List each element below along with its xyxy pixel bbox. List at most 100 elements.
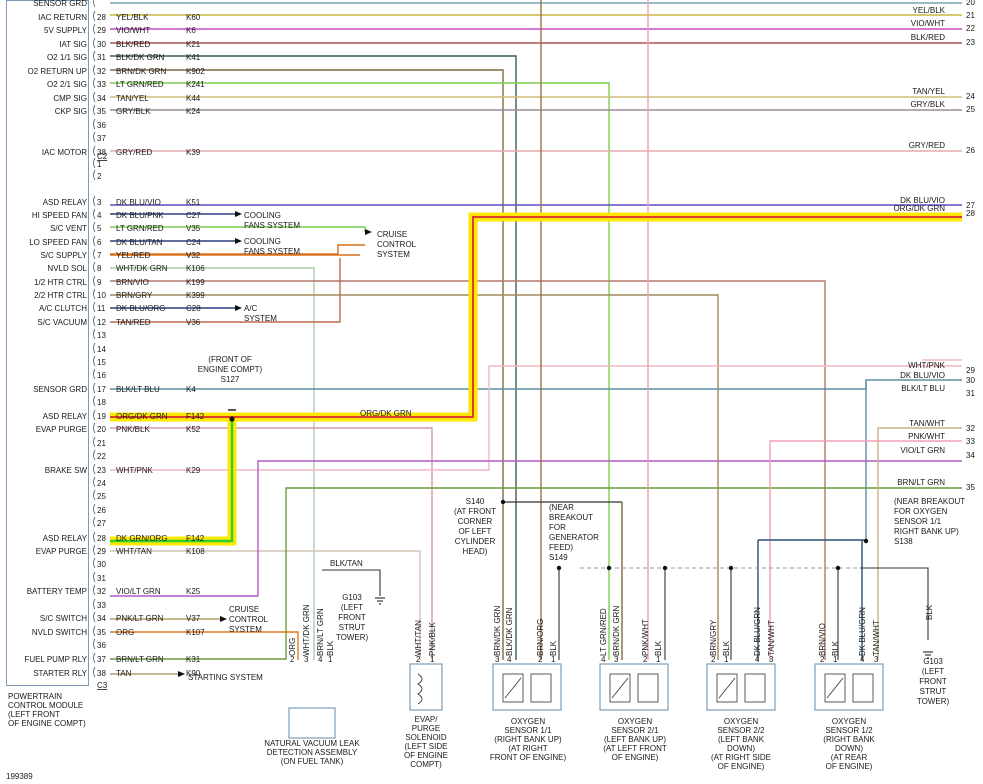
component-name: NATURAL VACUUM LEAK [264, 739, 360, 748]
component-wire-label: BLK [722, 640, 731, 656]
pin-circuit: K31 [186, 655, 201, 664]
pin-brace [93, 436, 96, 448]
component-pin: 4 [755, 655, 760, 664]
right-wire-color: WHT/PNK [908, 361, 946, 370]
right-wire-color: YEL/BLK [913, 6, 946, 15]
solenoid-coil [417, 673, 423, 705]
right-pin-number: 20 [966, 0, 975, 7]
system-label: CONTROL [229, 615, 269, 624]
right-wire-color: ORG/DK GRN [893, 204, 945, 213]
component-name: SENSOR 2/1 [611, 726, 659, 735]
component-name: (RIGHT BANK UP) [494, 735, 562, 744]
component-pin: 4 [601, 655, 606, 664]
right-pin-number: 22 [966, 24, 975, 33]
ground-icon [375, 597, 385, 605]
pin-wire-color: GRY/RED [116, 148, 153, 157]
component-pin: 4 [507, 655, 512, 664]
pin-number: 10 [97, 291, 106, 300]
heater-element [637, 673, 659, 703]
right-wire-color: BLK/LT BLU [901, 384, 945, 393]
pcm-pin-label: EVAP PURGE [35, 547, 87, 556]
ground-label: G103 [923, 657, 943, 666]
pin-number: 29 [97, 26, 106, 35]
pin-brace [93, 157, 96, 169]
component-wire-label: BRN/ORG [536, 619, 545, 656]
pin-brace [93, 557, 96, 569]
pin-brace [93, 489, 96, 501]
pin-brace [93, 666, 96, 678]
component-wire-label: BLK/DK GRN [505, 607, 514, 656]
pin-circuit: K902 [186, 67, 205, 76]
pcm-pin-label: O2 2/1 SIG [46, 80, 87, 89]
pin-circuit: K90 [186, 669, 201, 678]
right-pin-number: 30 [966, 376, 975, 385]
pcm-pin-label: NVLD SWITCH [31, 628, 87, 637]
right-pin-number: 28 [966, 209, 975, 218]
pin-brace [93, 37, 96, 49]
wire [110, 267, 315, 660]
component-pin: 2 [820, 655, 825, 664]
component-pin: 2 [711, 655, 716, 664]
pin-number: 23 [97, 466, 106, 475]
pin-brace [93, 10, 96, 22]
pin-circuit: K39 [186, 148, 201, 157]
pin-number: 32 [97, 67, 106, 76]
highlight-layer [110, 212, 962, 546]
highlight-core [110, 417, 234, 543]
pin-circuit: K24 [186, 107, 201, 116]
right-wire-color: VIO/LT GRN [900, 446, 945, 455]
component-box [409, 663, 443, 711]
system-label: STARTING SYSTEM [188, 673, 263, 682]
pin-number: 4 [97, 211, 102, 220]
pin-circuit: K107 [186, 628, 205, 637]
pin-wire-color: BRN/VIO [116, 278, 149, 287]
component-wire-label: WHT/DK GRN [302, 604, 311, 656]
component-wire-label: BLK [831, 640, 840, 656]
arrow-cooling [235, 211, 242, 217]
pin-circuit: K241 [186, 80, 205, 89]
pin-number: 18 [97, 398, 106, 407]
system-label: SYSTEM [377, 250, 410, 259]
pin-brace [93, 571, 96, 583]
right-pin-number: 25 [966, 105, 975, 114]
pin-number: 9 [97, 278, 102, 287]
pin-circuit: K4 [186, 385, 196, 394]
right-wire-color: VIO/WHT [911, 19, 945, 28]
right-wire-color: TAN/WHT [909, 419, 945, 428]
component-wire-label: TAN/WHT [767, 620, 776, 656]
heater-element [744, 673, 766, 703]
wire [110, 244, 365, 255]
component-name: OXYGEN [618, 717, 652, 726]
system-label: FANS SYSTEM [244, 221, 300, 230]
pin-number: 11 [97, 304, 106, 313]
pin-brace [93, 235, 96, 247]
pin-circuit: K60 [186, 13, 201, 22]
right-pin-number: 24 [966, 92, 975, 101]
pin-number: 32 [97, 587, 106, 596]
component-name: DOWN) [835, 744, 863, 753]
component-name: DETECTION ASSEMBLY [267, 748, 358, 757]
sensor-element [609, 673, 631, 703]
component-wire-label: DK BLU/GRN [753, 607, 762, 656]
pin-brace [93, 342, 96, 354]
component-name: EVAP/ [415, 715, 439, 724]
pin-number: 21 [97, 439, 106, 448]
wire [110, 294, 719, 660]
pin-circuit: K106 [186, 264, 205, 273]
right-pin-number: 26 [966, 146, 975, 155]
pin-circuit: K44 [186, 94, 201, 103]
pin-circuit: K29 [186, 466, 201, 475]
component-pin: 2 [643, 655, 648, 664]
component-pin: 4 [318, 655, 323, 664]
wire [769, 440, 962, 660]
splice-label: BREAKOUT [549, 513, 593, 522]
pin-brace [93, 638, 96, 650]
pin-brace [93, 91, 96, 103]
component-pin: 2 [290, 655, 295, 664]
pin-number: 36 [97, 121, 106, 130]
splice-label: FOR OXYGEN [894, 507, 948, 516]
component-wire-label: TAN/WHT [872, 620, 881, 656]
splice-s138 [863, 538, 869, 544]
component-name: (AT RIGHT [508, 744, 547, 753]
pin-circuit: K52 [186, 425, 201, 434]
